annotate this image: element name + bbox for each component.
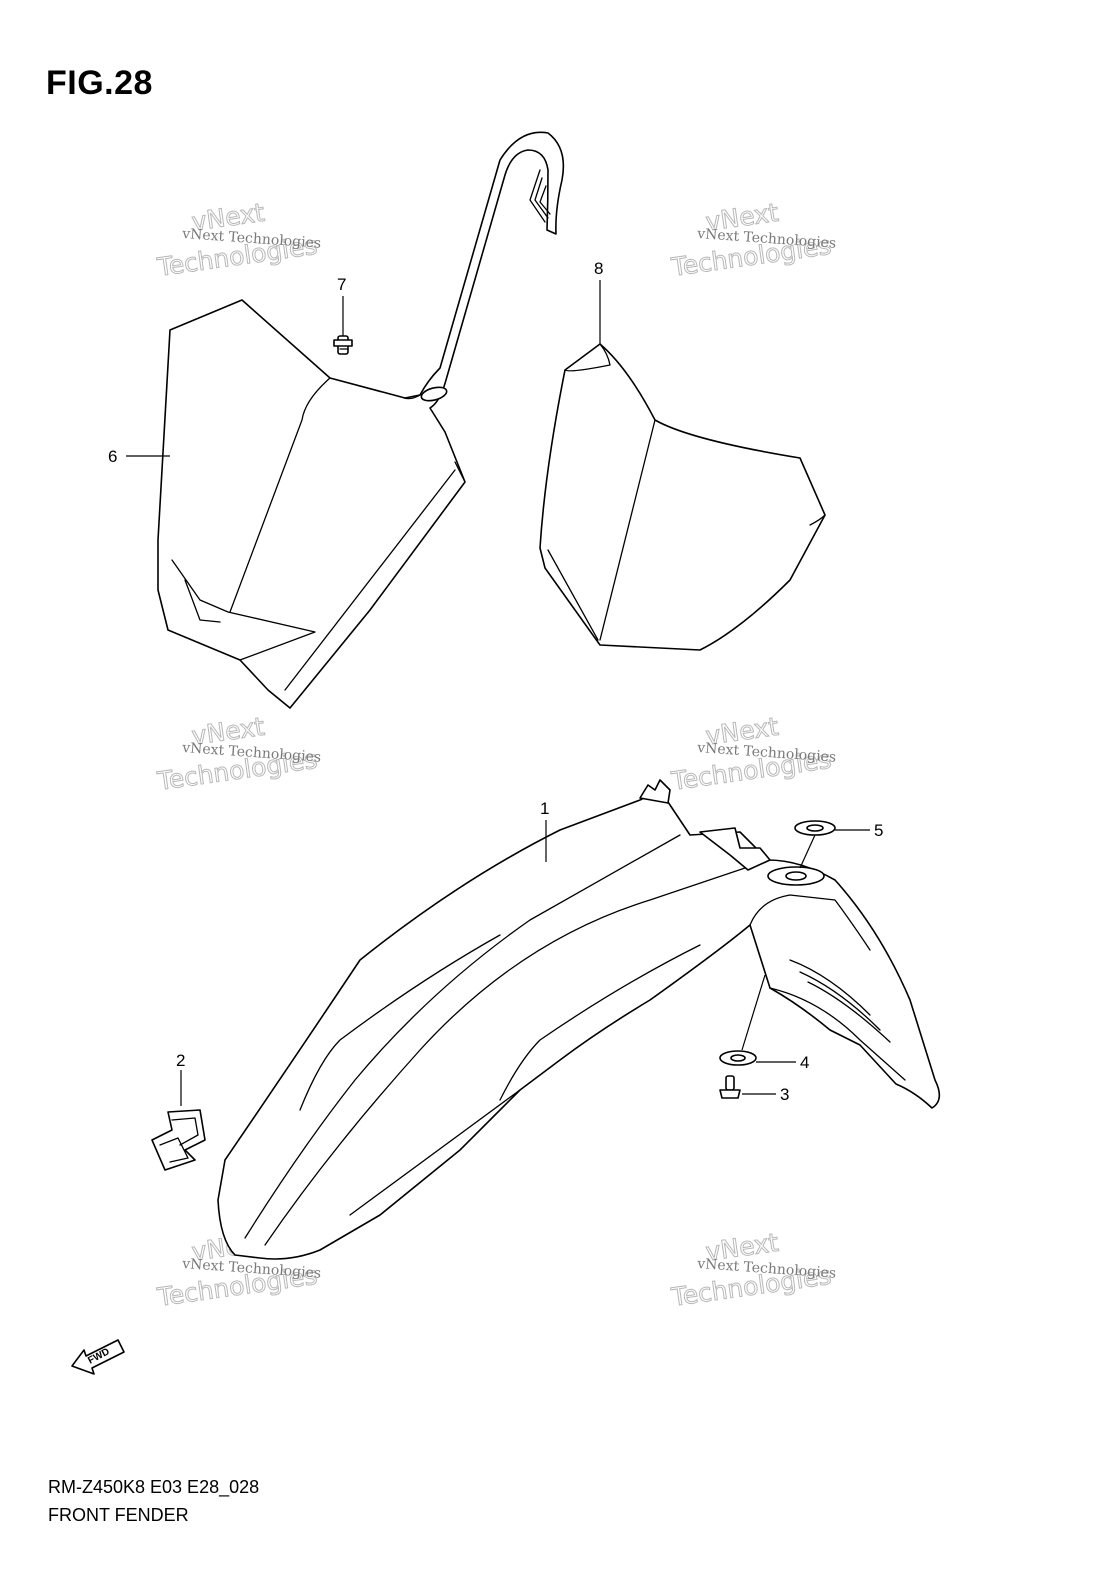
callout-label: 2 xyxy=(176,1051,185,1070)
forward-arrow-icon: FWD xyxy=(71,1339,125,1375)
number-plate-sticker[interactable] xyxy=(539,343,826,651)
callout-label: 8 xyxy=(594,259,603,278)
model-code: RM-Z450K8 E03 E28_028 xyxy=(48,1477,260,1497)
figure-title: FIG.28 xyxy=(46,64,153,102)
callout-8: 8 xyxy=(594,259,603,344)
callout-label: 5 xyxy=(874,821,883,840)
washer-4[interactable] xyxy=(719,1050,757,1066)
callout-2: 2 xyxy=(176,1051,185,1106)
callout-label: 4 xyxy=(800,1053,809,1072)
bolt-3[interactable] xyxy=(719,1075,741,1099)
emblem-2[interactable] xyxy=(151,1109,206,1171)
callout-6: 6 xyxy=(108,447,170,466)
callout-label: 3 xyxy=(780,1085,789,1104)
callout-1: 1 xyxy=(540,799,549,862)
callout-3: 3 xyxy=(742,1085,789,1104)
callout-5: 5 xyxy=(799,821,883,869)
callout-4: 4 xyxy=(741,974,809,1072)
callout-label: 7 xyxy=(337,275,346,294)
number-plate-front[interactable] xyxy=(157,131,565,709)
assembly-name: FRONT FENDER xyxy=(48,1505,189,1525)
bolt-7[interactable] xyxy=(333,335,353,355)
callout-label: 1 xyxy=(540,799,549,818)
grommet-5[interactable] xyxy=(794,820,836,836)
callout-7: 7 xyxy=(337,275,346,336)
callout-label: 6 xyxy=(108,447,117,466)
front-fender[interactable] xyxy=(217,779,941,1260)
